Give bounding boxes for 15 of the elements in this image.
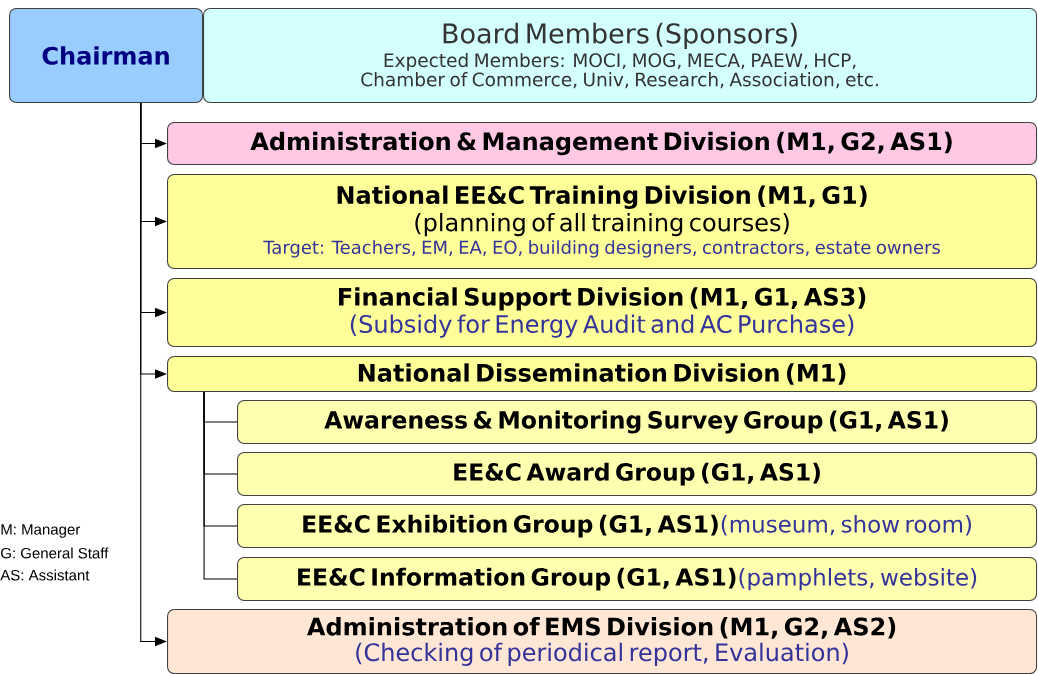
division-box: National EE&C Training Division (M1, G1) (planning of all training courses) Target: Teachers, EM, EA, EO, building designers, contractors, estate owners	[167, 174, 1038, 270]
legend-text: G: General Staff	[1, 547, 109, 559]
chairman-box: Chairman	[9, 8, 204, 104]
board-box: Board Members (Sponsors) Expected Members: MOCI, MOG, MECA, PAEW, HCP, Chamber of Commerce, Univ, Research, Association, etc.	[203, 8, 1038, 104]
connector-arrow	[140, 102, 167, 647]
group-box: Awareness & Monitoring Survey Group (G1, AS1)	[237, 400, 1038, 445]
division-box: National Dissemination Division (M1)	[167, 356, 1038, 393]
legend-text: M: Manager	[1, 524, 81, 538]
division-box: Administration of EMS Division (M1, G2, AS2) (Checking of periodical report, Evaluation)	[167, 609, 1038, 674]
legend-text: AS: Assistant	[0, 569, 90, 581]
group-box: EE&C Information Group (G1, AS1) (pamphlets, website)	[237, 557, 1038, 602]
group-box: EE&C Exhibition Group (G1, AS1) (museum, show room)	[237, 504, 1038, 549]
group-box: EE&C Award Group (G1, AS1)	[237, 452, 1038, 497]
division-box: Administration & Management Division (M1, G2, AS1)	[167, 122, 1038, 166]
division-box: Financial Support Division (M1, G1, AS3) (Subsidy for Energy Audit and AC Purchase)	[167, 278, 1038, 348]
